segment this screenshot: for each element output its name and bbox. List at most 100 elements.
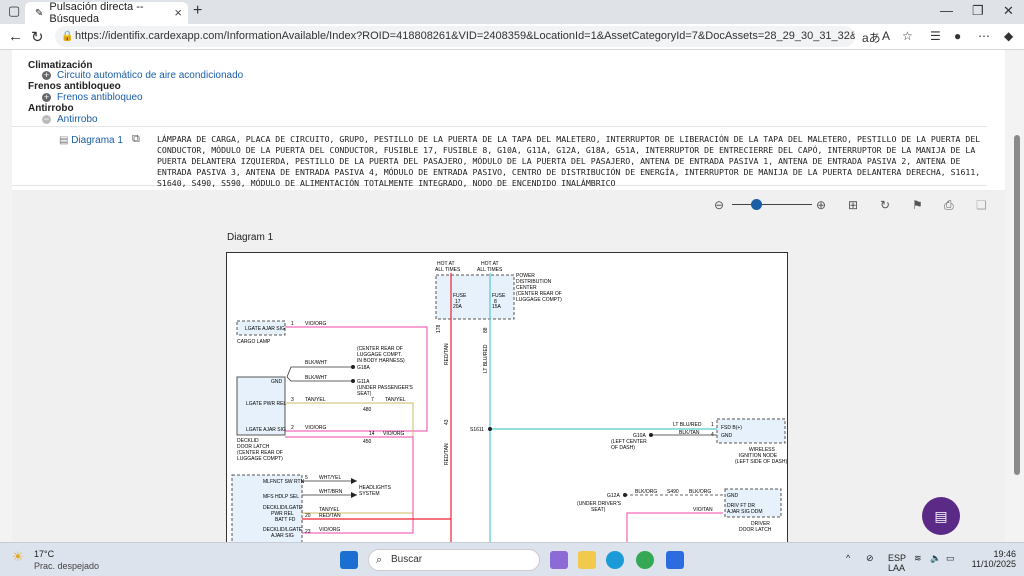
lang-label[interactable]: ESPLAA [888,553,906,573]
menu-icon[interactable]: ⋯ [978,29,990,43]
blk-org-label-1: BLK/ORG [635,489,657,495]
fit-width-icon[interactable]: ⊞ [848,198,858,212]
headlights-label: HEADLIGHTSSYSTEM [359,485,392,497]
vio-org-label-2: VIO/ORG [305,425,327,431]
tan-yel-label-1: TAN/YEL [305,397,326,403]
g10a-location: (LEFT CENTEROF DASH) [611,439,647,451]
weather-widget[interactable]: ☀ 17°C Prac. despejado [12,549,24,565]
wire-tan-yel [285,403,413,513]
splice-s1611 [488,427,492,431]
ground-g12a [623,493,627,497]
open-external-icon[interactable]: ⧉ [132,133,140,146]
battery-icon[interactable]: ▭ [946,553,955,564]
zoom-slider[interactable] [732,204,812,205]
pin-1-b: 1 [711,422,714,428]
wiring-diagram[interactable]: HOT AT ALL TIMES HOT AT ALL TIMES FUSE 1… [226,252,788,542]
decklid-label: DECKLIDDOOR LATCH(CENTER REAR OFLUGGAGE … [237,438,283,462]
taskbar: ☀ 17°C Prac. despejado ⌕ Buscar ^ ⊘ ESPL… [0,542,1024,576]
copilot-icon[interactable]: ◆ [1004,29,1013,43]
copy-icon[interactable]: ❏ [976,198,987,212]
zoom-slider-handle[interactable] [751,199,762,210]
wht-yel-label: WHT/YEL [319,475,341,481]
diagram-description: LÁMPARA DE CARGA, PLACA DE CIRCUITO, GRU… [157,134,987,189]
expand-icon[interactable]: + [42,71,51,80]
g18a-label: G18A [357,365,370,371]
blk-wht-label-2: BLK/WHT [305,375,327,381]
search-label: Buscar [391,554,422,565]
wifi-icon[interactable]: ≋ [914,553,922,564]
close-tab-icon[interactable]: × [174,5,182,20]
network-off-icon[interactable]: ⊘ [866,553,874,564]
search-icon: ⌕ [376,550,382,570]
scrollbar[interactable] [1010,50,1024,542]
g18a-location: (CENTER REAR OFLUGGAGE COMPT.IN BODY HAR… [357,346,405,364]
item-frenos[interactable]: + Frenos antibloqueo [42,92,143,103]
text-size-icon[interactable]: A [882,29,890,43]
taskbar-search[interactable]: ⌕ Buscar [368,549,540,571]
restore-icon[interactable]: ❐ [972,3,984,19]
edge-icon[interactable] [606,551,624,569]
tab-bar: ▢ ✎ Pulsación directa -- Búsqueda × + — … [0,0,1024,24]
diagram-viewer: ⊖ ⊕ ⊞ ↻ ⚑ ⎙ ❏ Diagram 1 HOT AT ALL TIMES… [12,190,1005,542]
zoom-out-icon[interactable]: ⊖ [714,198,724,212]
vio-org-label-3: VIO/ORG [383,431,405,437]
tab-actions-icon[interactable]: ▢ [8,3,20,19]
file-explorer-icon[interactable] [578,551,596,569]
ground-g10a [649,433,653,437]
pin-5: 5 [305,475,308,481]
s1611-label: S1611 [470,427,484,433]
chrome-icon[interactable] [636,551,654,569]
red-tan-label-3: RED/TAN [319,513,341,519]
pin-14: 14 [369,431,375,437]
item-aire-acondicionado[interactable]: + Circuito automático de aire acondicion… [42,70,243,81]
driver-latch-label: DRIVERDOOR LATCH [739,521,772,533]
volume-icon[interactable]: 🔈 [930,553,941,564]
profile-icon[interactable]: ● [954,29,961,43]
print-icon[interactable]: ⎙ [944,198,954,213]
back-icon[interactable]: ← [8,28,23,45]
start-icon[interactable] [340,551,358,569]
url-field[interactable]: 🔒 https://identifix.cardexapp.com/Inform… [55,26,855,47]
arrow-icon-2 [351,492,357,498]
pdc-label: POWERDISTRIBUTIONCENTER(CENTER REAR OFLU… [516,273,562,303]
wire-88-label: 88 [483,327,489,333]
fsd-label: FSD B(+) [721,425,742,431]
vio-org-label-4: VIO/ORG [319,527,341,533]
new-tab-icon[interactable]: + [193,2,202,20]
blk-wht-label-1: BLK/WHT [305,360,327,366]
clock-time: 19:46 [966,549,1016,559]
read-aloud-icon[interactable]: aあ [862,29,881,46]
collapse-icon[interactable]: − [42,115,51,124]
wht-brn-label: WHT/BRN [319,489,343,495]
rotate-icon[interactable]: ↻ [880,198,890,212]
lgate-ajar-label: LGATE AJAR SIG [245,326,285,332]
bookmark-icon[interactable]: ⚑ [912,198,923,212]
tan-yel-label-2: TAN/YEL [385,397,406,403]
tab-active[interactable]: ✎ Pulsación directa -- Búsqueda × [25,2,188,24]
item-label: Frenos antibloqueo [57,92,143,103]
g12a-location: (UNDER DRIVER'SSEAT) [577,501,622,513]
item-antirrobo[interactable]: − Antirrobo [42,114,98,125]
pin-20: 20 [305,513,311,519]
lang-code: ESP [888,553,906,563]
favorites-list-icon[interactable]: ☰ [930,29,941,43]
zoom-in-icon[interactable]: ⊕ [816,198,826,212]
clock[interactable]: 19:46 11/10/2025 [966,549,1016,569]
pin-3: 3 [291,397,294,403]
tray-chevron-icon[interactable]: ^ [846,553,850,563]
item-label: Antirrobo [57,114,98,125]
lt-blured-label: LT BLU/RED [673,422,702,428]
app-icon[interactable] [666,551,684,569]
vio-org-label-1: VIO/ORG [305,321,327,327]
favorite-icon[interactable]: ☆ [902,29,913,43]
expand-icon[interactable]: + [42,93,51,102]
diagram-link[interactable]: ▤ Diagrama 1 [59,135,123,146]
minimize-icon[interactable]: — [940,3,953,18]
copilot-app-icon[interactable] [550,551,568,569]
close-window-icon[interactable]: ✕ [1003,3,1014,19]
refresh-icon[interactable]: ↻ [31,28,44,46]
mfs-label: MFS HDLP SEL [263,494,299,500]
page-content: Climatización + Circuito automático de a… [12,50,1005,542]
chat-button[interactable]: ▤ [922,497,960,535]
scrollbar-thumb[interactable] [1014,135,1020,475]
